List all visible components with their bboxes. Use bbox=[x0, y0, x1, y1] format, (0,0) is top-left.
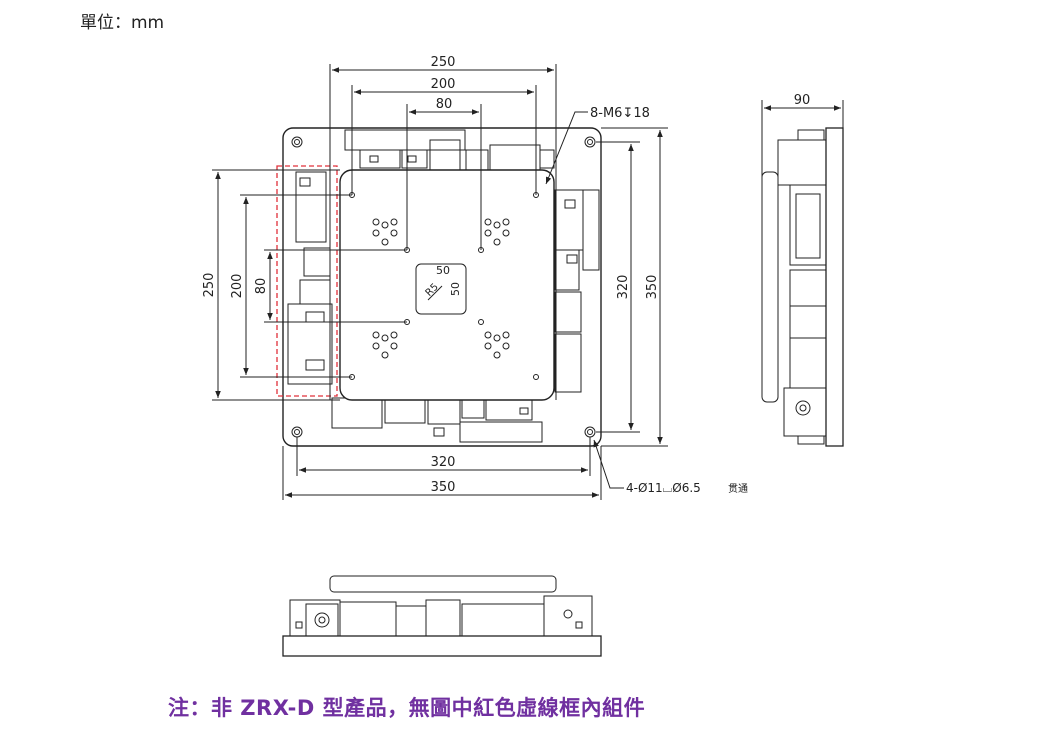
dim-left-200: 200 bbox=[230, 274, 245, 299]
right-mechanism bbox=[554, 189, 600, 393]
bolt-pattern-bl bbox=[372, 331, 398, 359]
dim-top-80: 80 bbox=[436, 97, 453, 112]
dim-bottom-350: 350 bbox=[431, 480, 456, 495]
bolt-pattern-br bbox=[484, 331, 510, 359]
callout-mount-holes: 4-Ø11⌴Ø6.5 bbox=[626, 481, 701, 495]
dim-pocket-50-h: 50 bbox=[436, 264, 450, 277]
dim-right-350: 350 bbox=[645, 275, 660, 300]
dim-top-250: 250 bbox=[431, 55, 456, 70]
center-pocket bbox=[415, 263, 467, 315]
dim-bottom-320: 320 bbox=[431, 455, 456, 470]
dim-side-90: 90 bbox=[794, 93, 811, 108]
base-plate bbox=[282, 127, 602, 447]
dim-pocket-50-v: 50 bbox=[449, 282, 462, 296]
top-mechanism bbox=[344, 129, 555, 174]
dim-left-250: 250 bbox=[202, 273, 217, 298]
footnote: 注：非 ZRX-D 型產品，無圖中紅色虛線框內組件 bbox=[168, 696, 646, 720]
bolt-pattern-tr bbox=[484, 218, 510, 246]
moving-table bbox=[339, 169, 555, 401]
unit-label: 單位：mm bbox=[80, 13, 165, 33]
leaders bbox=[427, 111, 624, 489]
front-view bbox=[282, 575, 602, 657]
dims-right bbox=[596, 127, 668, 447]
bolt-pattern-tl bbox=[372, 218, 398, 246]
dims-left bbox=[212, 169, 407, 401]
callout-tapped-holes: 8-M6↧18 bbox=[590, 106, 650, 121]
dim-top-200: 200 bbox=[431, 77, 456, 92]
dim-left-80: 80 bbox=[254, 278, 269, 295]
side-view bbox=[761, 100, 844, 447]
dims-bottom bbox=[282, 437, 602, 500]
callout-mount-holes-suffix: 贯通 bbox=[728, 483, 748, 495]
bottom-mechanism bbox=[331, 397, 543, 443]
red-dashed-frame bbox=[276, 165, 338, 397]
dims-top bbox=[329, 64, 557, 400]
dim-right-320: 320 bbox=[616, 275, 631, 300]
left-mechanism bbox=[287, 171, 333, 385]
